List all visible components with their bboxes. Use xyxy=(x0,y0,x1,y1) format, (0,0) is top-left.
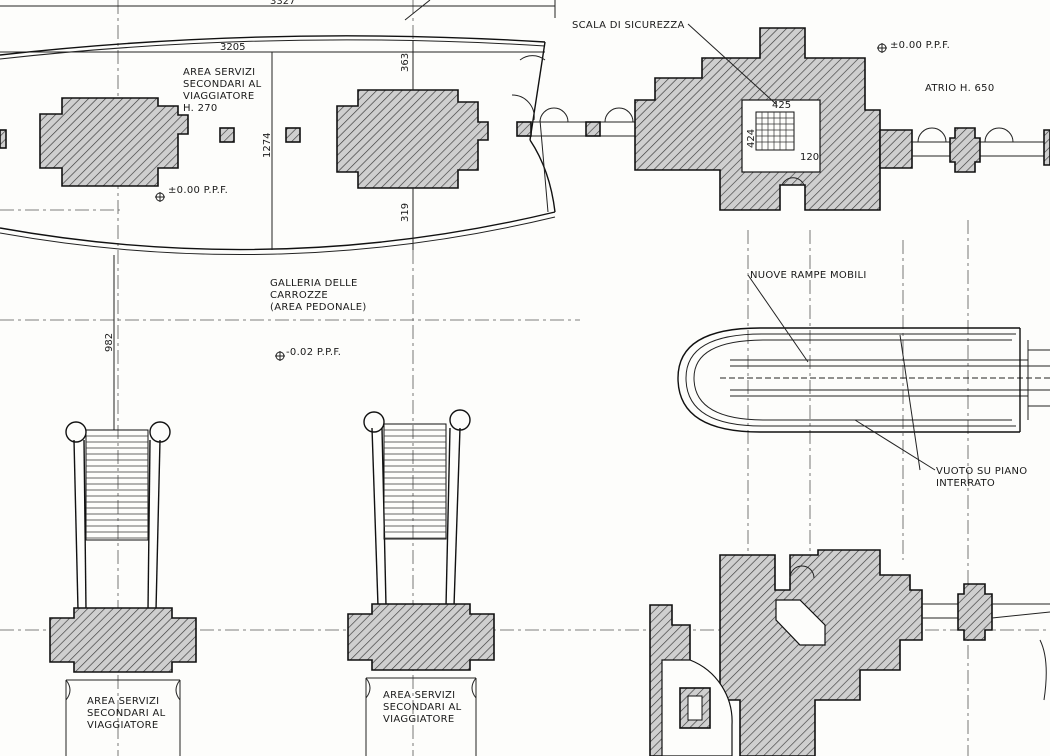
dim-top-width: 3327 xyxy=(270,0,295,7)
level-marker-gallery xyxy=(275,351,285,361)
label-services-top-4: H. 270 xyxy=(183,103,218,114)
label-level-zero-left: ±0.00 P.P.F. xyxy=(168,185,228,196)
safety-stair xyxy=(741,99,821,173)
label-gallery-2: CARROZZE xyxy=(270,290,328,301)
label-services-top-3: VIAGGIATORE xyxy=(183,91,255,102)
leader-safety-stair xyxy=(687,23,777,105)
upper-canopy xyxy=(0,35,556,256)
leader-ramps xyxy=(747,274,809,363)
stair-left-steps xyxy=(86,435,148,539)
label-services-top-2: SECONDARI AL xyxy=(183,79,262,90)
leader-void-2 xyxy=(899,334,921,471)
services-block-bottom-middle xyxy=(347,603,495,671)
label-void-1: VUOTO SU PIANO xyxy=(936,466,1027,477)
label-services-bm-3: VIAGGIATORE xyxy=(383,714,455,725)
column-1 xyxy=(219,127,235,143)
label-services-bl-3: VIAGGIATORE xyxy=(87,720,159,731)
right-corridor xyxy=(879,127,1050,173)
dim-depth-center: 1274 xyxy=(262,133,273,158)
level-marker-left xyxy=(155,192,165,202)
label-services-bm-1: AREA SERVIZI xyxy=(383,690,455,701)
label-gallery-3: (AREA PEDONALE) xyxy=(270,302,367,313)
lower-right-corridor xyxy=(922,583,1050,701)
column-3 xyxy=(516,121,532,137)
services-block-left xyxy=(39,97,189,187)
level-marker-right xyxy=(877,43,887,53)
label-services-bm-2: SECONDARI AL xyxy=(383,702,462,713)
dim-stair-landing: 120 xyxy=(800,152,819,163)
label-level-zero-right: ±0.00 P.P.F. xyxy=(890,40,950,51)
dim-stair-d: 424 xyxy=(746,129,757,148)
services-block-bottom-left xyxy=(49,607,197,673)
label-services-bl-2: SECONDARI AL xyxy=(87,708,166,719)
stair-middle xyxy=(363,409,471,607)
moving-ramps xyxy=(677,327,1050,433)
services-block-center xyxy=(336,89,489,189)
label-safety-stair: SCALA DI SICUREZZA xyxy=(572,20,685,31)
label-ramps: NUOVE RAMPE MOBILI xyxy=(750,270,867,281)
leader-void-1 xyxy=(854,419,936,471)
label-services-top-1: AREA SERVIZI xyxy=(183,67,255,78)
label-atrium: ATRIO H. 650 xyxy=(925,83,995,94)
column-edge xyxy=(0,129,7,149)
dim-inner-width: 3205 xyxy=(220,42,245,53)
label-gallery-1: GALLERIA DELLE xyxy=(270,278,358,289)
label-services-bl-1: AREA SERVIZI xyxy=(87,696,159,707)
stair-left xyxy=(65,421,171,611)
canopy-dimensions: 1274 363 319 982 xyxy=(104,40,414,430)
label-level-gallery: -0.02 P.P.F. xyxy=(286,347,341,358)
corridor xyxy=(531,107,640,137)
stair-middle-steps xyxy=(384,429,446,539)
dim-stair-w: 425 xyxy=(772,100,791,111)
dim-bottom-depth: 319 xyxy=(400,203,411,222)
column-2 xyxy=(285,127,301,143)
dim-gallery-to-stair: 982 xyxy=(104,333,115,352)
top-dimension: 3327 3205 xyxy=(0,0,556,53)
dim-top-depth: 363 xyxy=(400,53,411,72)
label-void-2: INTERRATO xyxy=(936,478,995,489)
